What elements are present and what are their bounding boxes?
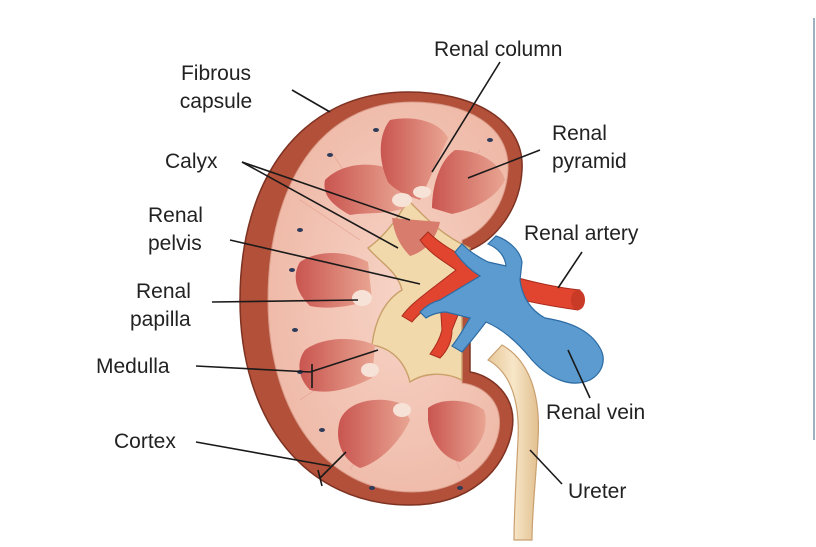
label-medulla: Medulla <box>96 355 170 378</box>
leader-renal-artery <box>558 252 582 288</box>
label-fibrous-capsule-line1: Fibrous <box>181 62 251 85</box>
artery-end-cut <box>571 290 585 310</box>
label-renal-papilla-line2: papilla <box>130 308 191 331</box>
label-calyx: Calyx <box>165 150 218 173</box>
label-renal-pyramid-line1: Renal <box>552 122 607 145</box>
label-renal-papilla-line1: Renal <box>136 280 191 303</box>
label-renal-column: Renal column <box>434 38 562 61</box>
label-fibrous-capsule-line2: capsule <box>180 90 252 113</box>
label-ureter: Ureter <box>568 480 626 503</box>
label-cortex: Cortex <box>114 430 176 453</box>
label-renal-pelvis-line2: pelvis <box>148 232 202 255</box>
label-renal-vein: Renal vein <box>546 401 645 424</box>
label-renal-pyramid-line2: pyramid <box>552 150 627 173</box>
label-renal-pelvis-line1: Renal <box>148 204 203 227</box>
label-renal-artery: Renal artery <box>524 222 639 245</box>
leader-fibrous-capsule <box>292 90 330 112</box>
